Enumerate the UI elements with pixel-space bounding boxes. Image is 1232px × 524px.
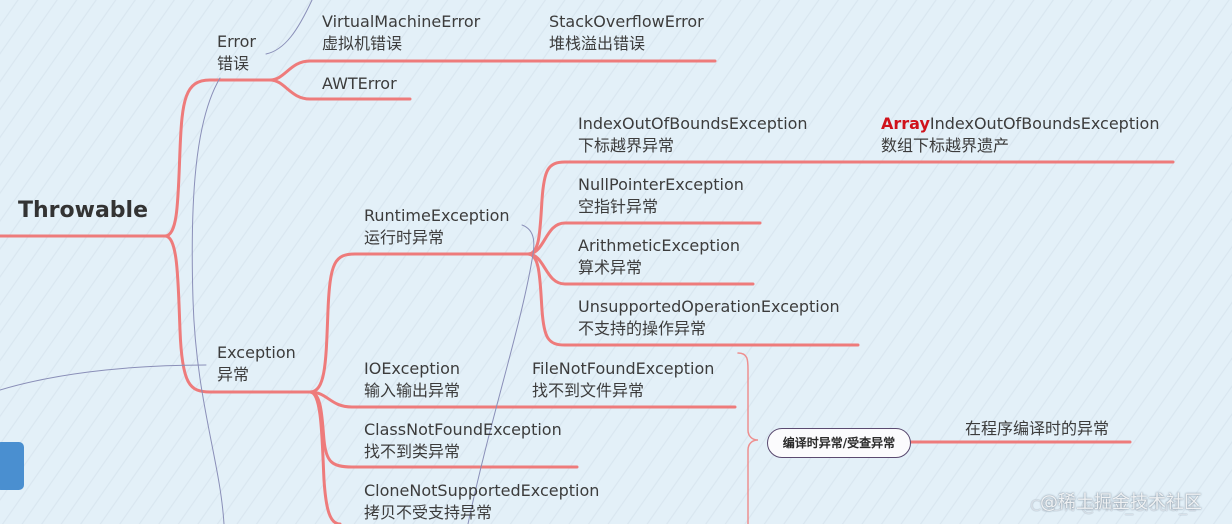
node-exception[interactable]: Exception 异常	[217, 342, 296, 386]
node-label-en: IOException	[364, 359, 461, 378]
node-label-en: Exception	[217, 343, 296, 362]
node-unsupported-operation[interactable]: UnsupportedOperationException 不支持的操作异常	[578, 296, 840, 340]
node-label-en: IndexOutOfBoundsException	[578, 114, 808, 133]
node-label-zh: 错误	[217, 54, 250, 73]
branch-root-error	[163, 78, 272, 238]
branch-runtime-unsupported	[526, 252, 860, 347]
node-label-zh: 虚拟机错误	[322, 34, 403, 53]
node-label-en: NullPointerException	[578, 175, 744, 194]
node-label-en: UnsupportedOperationException	[578, 297, 840, 316]
side-panel-toggle[interactable]	[0, 442, 24, 490]
node-label-zh: 异常	[217, 365, 250, 384]
label-rest: IndexOutOfBoundsException	[929, 114, 1160, 133]
node-error[interactable]: Error 错误	[217, 31, 256, 75]
node-label-zh: 算术异常	[578, 258, 643, 277]
node-runtime-exception[interactable]: RuntimeException 运行时异常	[364, 205, 510, 249]
node-null-pointer[interactable]: NullPointerException 空指针异常	[578, 174, 744, 218]
node-file-not-found[interactable]: FileNotFoundException 找不到文件异常	[532, 358, 714, 402]
relation-line-error	[265, 0, 313, 55]
node-label-en: VirtualMachineError	[322, 12, 481, 31]
node-stack-overflow-error[interactable]: StackOverflowError 堆栈溢出错误	[549, 11, 704, 55]
relation-line-exception-left	[0, 364, 207, 391]
node-label-zh: 空指针异常	[578, 197, 659, 216]
node-label-en: CloneNotSupportedException	[364, 481, 600, 500]
root-node-throwable[interactable]: Throwable	[18, 198, 149, 223]
relation-line-runtime	[467, 224, 535, 524]
node-arithmetic[interactable]: ArithmeticException 算术异常	[578, 235, 740, 279]
branch-error-awt	[268, 78, 412, 101]
node-label-zh: 堆栈溢出错误	[549, 34, 646, 53]
branch-exception-runtime	[308, 252, 530, 394]
node-clone-not-supported[interactable]: CloneNotSupportedException 拷贝不受支持异常	[364, 480, 599, 524]
node-label-en: ArrayIndexOutOfBoundsException	[881, 113, 1159, 135]
node-label-en: FileNotFoundException	[532, 359, 715, 378]
watermark-csdn: CSDN @Fire_Cloud_1	[1030, 496, 1198, 515]
node-class-not-found[interactable]: ClassNotFoundException 找不到类异常	[364, 419, 562, 463]
node-io-exception[interactable]: IOException 输入输出异常	[364, 358, 460, 402]
node-label-zh: 运行时异常	[364, 228, 445, 247]
node-label-zh: 输入输出异常	[364, 381, 461, 400]
node-label-en: Error	[217, 32, 256, 51]
node-label-en: ClassNotFoundException	[364, 420, 562, 439]
node-label-zh: 找不到类异常	[364, 442, 461, 461]
node-label-zh: 拷贝不受支持异常	[364, 503, 493, 522]
node-label-en: ArithmeticException	[578, 236, 741, 255]
branch-runtime-index	[526, 160, 1175, 256]
branch-root-exception	[163, 234, 312, 394]
node-index-out-of-bounds[interactable]: IndexOutOfBoundsException 下标越界异常	[578, 113, 808, 157]
node-label-zh: 数组下标越界遗产	[881, 136, 1010, 155]
node-label-en: AWTError	[322, 74, 397, 93]
node-awt-error[interactable]: AWTError	[322, 73, 397, 95]
node-label-zh: 下标越界异常	[578, 136, 675, 155]
node-virtual-machine-error[interactable]: VirtualMachineError 虚拟机错误	[322, 11, 480, 55]
node-label-zh: 找不到文件异常	[532, 381, 645, 400]
summary-bracket	[737, 352, 759, 524]
summary-node-checked-exceptions[interactable]: 编译时异常/受查异常	[767, 428, 911, 458]
watermark-juejin: @稀土掘金技术社区	[1040, 492, 1202, 513]
node-array-index-out-of-bounds[interactable]: ArrayIndexOutOfBoundsException 数组下标越界遗产	[881, 113, 1159, 157]
highlight-text: Array	[881, 114, 930, 133]
summary-note[interactable]: 在程序编译时的异常	[965, 419, 1110, 438]
relation-line-error-exception	[191, 77, 225, 524]
node-label-zh: 不支持的操作异常	[578, 319, 707, 338]
node-label-en: StackOverflowError	[549, 12, 704, 31]
node-label-en: RuntimeException	[364, 206, 510, 225]
branch-exception-clone	[308, 390, 342, 524]
